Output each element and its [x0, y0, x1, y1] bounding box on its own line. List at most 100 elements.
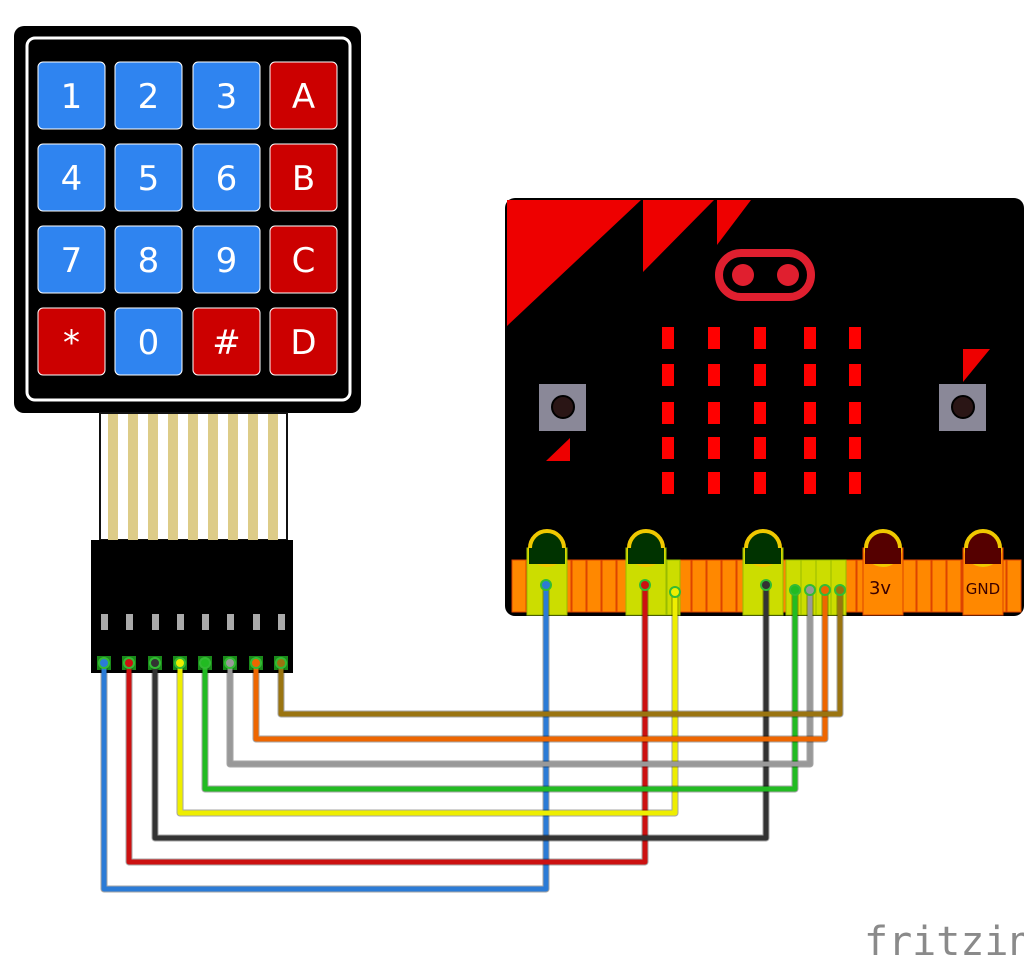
button-b[interactable]	[939, 349, 990, 431]
logo-stripe	[643, 200, 714, 272]
led	[662, 472, 674, 494]
key-label: 0	[138, 323, 160, 363]
pin-label-gnd: GND	[966, 580, 1000, 598]
fritzing-logo: fritzing	[864, 919, 1024, 965]
led	[662, 437, 674, 459]
ribbon-trace	[168, 414, 178, 540]
key-C[interactable]: C	[269, 225, 338, 294]
edge-pin	[1006, 559, 1022, 613]
wire-end[interactable]	[123, 657, 135, 669]
key-label: 2	[138, 77, 160, 117]
led	[708, 402, 720, 424]
led	[804, 364, 816, 386]
led	[754, 402, 766, 424]
led	[849, 472, 861, 494]
microbit-board[interactable]: 3v GND	[505, 198, 1024, 616]
key-B[interactable]: B	[269, 143, 338, 212]
key-label: D	[290, 323, 316, 363]
led	[708, 437, 720, 459]
key-0[interactable]: 0	[114, 307, 183, 376]
wire-outline	[201, 590, 799, 793]
led	[804, 472, 816, 494]
key-8[interactable]: 8	[114, 225, 183, 294]
ribbon-trace	[148, 414, 158, 540]
key-5[interactable]: 5	[114, 143, 183, 212]
ribbon-trace	[128, 414, 138, 540]
wire-end[interactable]	[804, 584, 816, 596]
pad-3v[interactable]	[862, 529, 904, 616]
ribbon-trace	[268, 414, 278, 540]
logo-eye	[777, 264, 799, 286]
wire-end[interactable]	[639, 579, 651, 591]
wire-5[interactable]	[227, 590, 813, 767]
wires	[98, 579, 846, 893]
wire-end[interactable]	[789, 584, 801, 596]
key-label: #	[212, 323, 241, 363]
key-#[interactable]: #	[192, 307, 261, 376]
key-6[interactable]: 6	[192, 143, 261, 212]
led	[708, 472, 720, 494]
wire-end[interactable]	[98, 657, 110, 669]
wire-end[interactable]	[199, 657, 211, 669]
edge-pin	[601, 559, 617, 613]
key-9[interactable]: 9	[192, 225, 261, 294]
key-A[interactable]: A	[269, 61, 338, 130]
key-D[interactable]: D	[269, 307, 338, 376]
led	[754, 327, 766, 349]
key-label: B	[292, 159, 315, 199]
wire-end[interactable]	[149, 657, 161, 669]
wire-7[interactable]	[278, 590, 843, 717]
wire-end[interactable]	[760, 579, 772, 591]
key-4[interactable]: 4	[37, 143, 106, 212]
header-pin	[126, 614, 133, 630]
wire-4[interactable]	[202, 590, 798, 792]
led	[708, 364, 720, 386]
button-a[interactable]	[539, 384, 586, 461]
wire-end[interactable]	[174, 657, 186, 669]
wire-3[interactable]	[177, 592, 678, 816]
logo-eye	[732, 264, 754, 286]
header-pin	[101, 614, 108, 630]
ribbon-trace	[228, 414, 238, 540]
wire-end[interactable]	[250, 657, 262, 669]
wire-end[interactable]	[834, 584, 846, 596]
led	[662, 327, 674, 349]
edge-pin	[706, 559, 722, 613]
key-3[interactable]: 3	[192, 61, 261, 130]
microbit-logo	[715, 249, 815, 301]
led	[708, 327, 720, 349]
wire-end[interactable]	[224, 657, 236, 669]
key-1[interactable]: 1	[37, 61, 106, 130]
edge-pin	[931, 559, 947, 613]
wire-end[interactable]	[540, 579, 552, 591]
pin-label-3v: 3v	[869, 578, 891, 599]
wire-end[interactable]	[275, 657, 287, 669]
key-7[interactable]: 7	[37, 225, 106, 294]
wire-6[interactable]	[253, 590, 828, 742]
led	[754, 472, 766, 494]
pad-gnd[interactable]	[962, 529, 1004, 616]
wire-end[interactable]	[819, 584, 831, 596]
wire-1[interactable]	[126, 585, 648, 865]
ribbon-trace	[208, 414, 218, 540]
led	[849, 402, 861, 424]
led	[849, 327, 861, 349]
wire-end[interactable]	[669, 586, 681, 598]
header-pin	[253, 614, 260, 630]
key-label: 8	[138, 241, 160, 281]
led	[662, 364, 674, 386]
button-b-marker	[963, 349, 990, 382]
edge-pin	[946, 559, 962, 613]
key-*[interactable]: *	[37, 307, 106, 376]
key-2[interactable]: 2	[114, 61, 183, 130]
key-label: 9	[216, 241, 238, 281]
logo-stripe	[507, 200, 641, 326]
key-label: 5	[138, 159, 160, 199]
led	[754, 437, 766, 459]
edge-pin	[691, 559, 707, 613]
key-label: 4	[61, 159, 83, 199]
led	[849, 437, 861, 459]
